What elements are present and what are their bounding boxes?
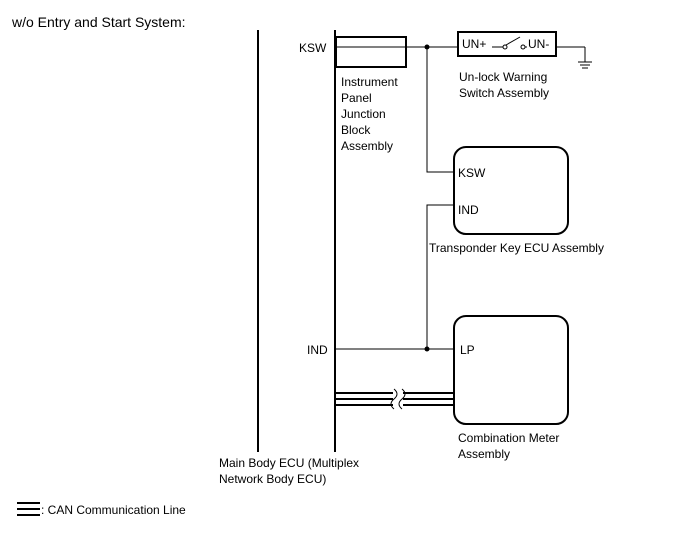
ind-splice-dot — [424, 346, 430, 352]
junction-block-label-2: Panel — [341, 91, 372, 105]
transponder-key-ecu: KSW IND Transponder Key ECU Assembly — [429, 146, 604, 255]
switch-blade — [505, 36, 521, 46]
main-ecu-pin-ksw: KSW — [299, 41, 327, 55]
junction-block-label-4: Block — [341, 123, 371, 137]
can-communication-line — [336, 388, 454, 410]
main-body-ecu: KSW IND Main Body ECU (Multiplex Network… — [219, 30, 359, 486]
transponder-pin-ksw: KSW — [458, 166, 486, 180]
can-break-mark-left — [390, 388, 398, 410]
ind-transponder-wire — [426, 204, 454, 349]
unlock-switch-label-line2: Switch Assembly — [459, 86, 549, 100]
can-break-mark-right — [398, 388, 406, 410]
diagram-title: w/o Entry and Start System: — [11, 14, 186, 30]
switch-contact-left — [502, 44, 508, 50]
ksw-to-transponder-wire — [426, 47, 454, 173]
main-ecu-pin-ind: IND — [307, 343, 328, 357]
transponder-pin-ind: IND — [458, 203, 479, 217]
transponder-ecu-box — [453, 146, 569, 235]
junction-block-label-3: Junction — [341, 107, 386, 121]
unlock-switch-label-line1: Un-lock Warning — [459, 70, 547, 84]
legend: : CAN Communication Line — [17, 502, 186, 517]
combination-meter: LP Combination Meter Assembly — [453, 315, 569, 461]
junction-block: Instrument Panel Junction Block Assembly — [335, 36, 407, 153]
unlock-warning-switch: UN+ UN- Un-lock Warning Switch Assembly — [457, 31, 557, 100]
junction-block-label-1: Instrument — [341, 75, 398, 89]
main-ecu-label-line1: Main Body ECU (Multiplex — [219, 456, 359, 470]
junction-block-label-5: Assembly — [341, 139, 393, 153]
main-ecu-label-line2: Network Body ECU) — [219, 472, 326, 486]
combination-meter-pin-lp: LP — [460, 343, 475, 357]
unlock-switch-pin-plus: UN+ — [462, 37, 486, 51]
combination-meter-label-line1: Combination Meter — [458, 431, 559, 445]
junction-block-box — [335, 36, 407, 68]
combination-meter-box — [453, 315, 569, 425]
legend-text: : CAN Communication Line — [41, 503, 186, 517]
transponder-ecu-label: Transponder Key ECU Assembly — [429, 241, 604, 255]
unlock-switch-pin-minus: UN- — [528, 37, 549, 51]
switch-contact-right — [520, 44, 526, 50]
combination-meter-label-line2: Assembly — [458, 447, 510, 461]
ground-icon — [556, 46, 592, 69]
